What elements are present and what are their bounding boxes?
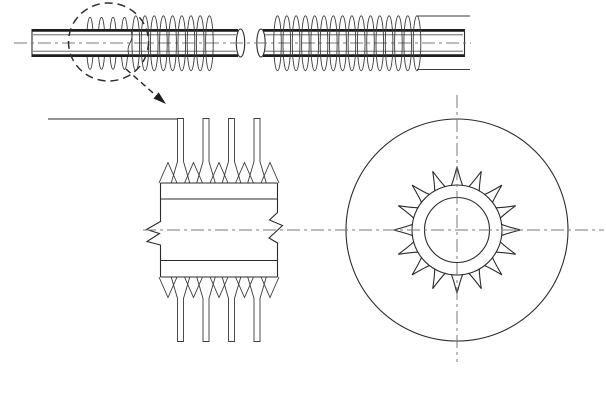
left-break-zigzag (145, 183, 162, 277)
gear-tooth (398, 205, 419, 219)
detail-fins-top (158, 118, 280, 184)
detail-fins-bottom (158, 276, 280, 342)
fin-vee-top (260, 161, 280, 184)
gear-tooth (468, 268, 482, 289)
fin-loop (186, 15, 196, 72)
gear-tooth (398, 241, 419, 255)
detail-fin-top (170, 118, 191, 184)
fin-loop (168, 15, 177, 72)
fin-loop (329, 15, 338, 72)
fin-loop (177, 15, 187, 72)
fin-loop (338, 15, 347, 72)
detail-fin-bottom (170, 276, 191, 342)
fin-vee-top (158, 161, 178, 184)
fin-vee-top (209, 161, 229, 184)
fin-loop (310, 15, 319, 72)
fin-loop (319, 15, 329, 72)
fin-loop (159, 15, 168, 72)
gear-tooth (483, 184, 503, 204)
gear-tooth (495, 241, 516, 255)
detail-fin-bottom (221, 276, 242, 342)
tube-wall-section (145, 182, 284, 278)
tube-end-view (345, 95, 569, 362)
gear-tooth (411, 256, 431, 276)
fin-loop (347, 15, 357, 72)
right-break-zigzag (268, 183, 284, 277)
detail-fin-bottom (247, 276, 267, 342)
gear-tooth (495, 205, 516, 219)
fin-vee-bottom (158, 276, 178, 299)
fin-vee-bottom (260, 276, 280, 299)
fin-loop (403, 15, 412, 72)
fin-vee-bottom (184, 276, 203, 299)
gear-tooth (483, 256, 503, 276)
detail-fin-top (221, 118, 242, 184)
detail-circle (67, 2, 150, 82)
detail-arrowhead-icon (153, 92, 166, 104)
fin-loop (375, 15, 385, 72)
fin-loop (394, 15, 403, 72)
fin-loop (291, 15, 301, 72)
fin-loop (301, 15, 310, 72)
fin-detail-section-view (48, 118, 284, 342)
dense-fin-loops-right (273, 15, 422, 72)
fin-vee-bottom (209, 276, 229, 299)
fin-loop (366, 15, 375, 72)
detail-fin-top (247, 118, 267, 184)
fin-loop (356, 15, 366, 72)
fin-loop (282, 15, 292, 72)
fin-vee-top (184, 161, 203, 184)
fin-loop (273, 15, 282, 72)
fin-loop (205, 15, 214, 72)
fin-loop (195, 15, 205, 72)
fin-vee-bottom (235, 276, 254, 299)
detail-leader-line (125, 68, 158, 98)
finned-tube-front-view (14, 2, 471, 104)
fin-loop (384, 15, 394, 72)
gear-tooth (450, 166, 464, 186)
detail-fin-top (196, 118, 216, 184)
gear-tooth (432, 171, 446, 192)
fin-loop (149, 15, 159, 72)
fin-vee-top (235, 161, 254, 184)
gear-tooth (468, 171, 482, 192)
gear-tooth (432, 268, 446, 289)
detail-fin-bottom (196, 276, 216, 342)
gear-tooth (411, 184, 431, 204)
